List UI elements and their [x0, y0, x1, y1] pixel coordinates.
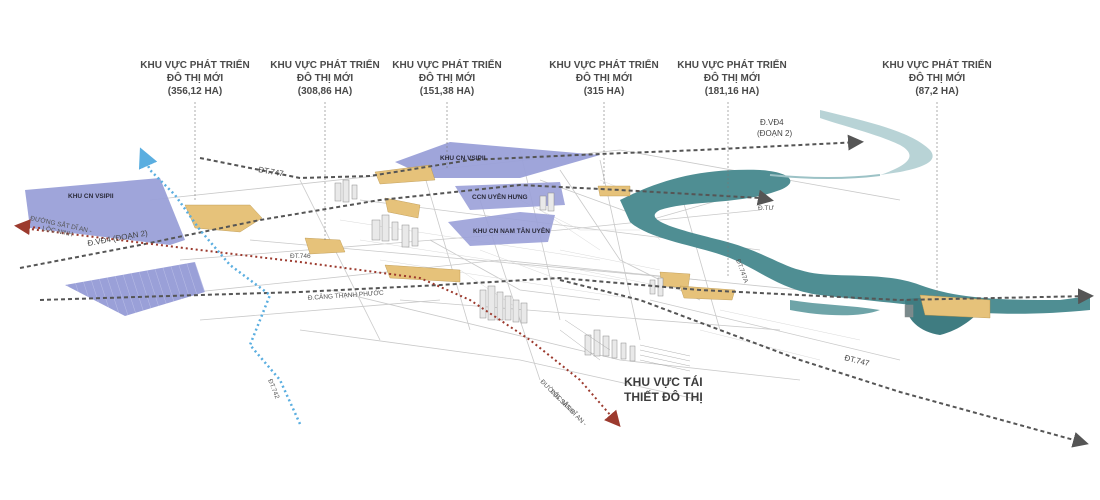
label-cang-thanh-phuoc: Đ.CẢNG THẠNH PHƯỚC	[308, 288, 385, 302]
label-vsip-west: KHU CN VSIPII	[68, 193, 114, 200]
zone-label-5: KHU VỰC PHÁT TRIỂN ĐÔ THỊ MỚI (181,16 HA…	[677, 58, 786, 97]
dev-zone-5	[384, 264, 461, 283]
label-dt-small2: Đ.TƯ	[758, 205, 774, 212]
road-dvd4-west	[19, 183, 774, 269]
river	[620, 110, 1090, 335]
road-dt742	[138, 147, 302, 425]
label-dt-small: ĐT.746	[290, 253, 311, 260]
zone-2-subtitle: ĐÔ THỊ MỚI	[297, 71, 354, 84]
zone-3-area: (151,38 HA)	[420, 86, 474, 97]
label-dvd4-east-1: Đ.VĐ4	[760, 118, 784, 127]
zone-4-subtitle: ĐÔ THỊ MỚI	[576, 71, 633, 84]
road-dt747-east	[559, 279, 1089, 448]
zone-6-area: (87,2 HA)	[915, 86, 958, 97]
dev-zone-2	[304, 237, 346, 255]
zone-4-title: KHU VỰC PHÁT TRIỂN	[549, 58, 658, 71]
zone-2-area: (308,86 HA)	[298, 86, 352, 97]
zone-5-area: (181,16 HA)	[705, 86, 759, 97]
industrial-park-vsip-north	[395, 142, 600, 178]
dev-zone-6	[659, 271, 691, 289]
label-urban-renewal-1: KHU VỰC TÁI	[624, 374, 703, 389]
zone-1-area: (356,12 HA)	[168, 86, 222, 97]
zone-4-area: (315 HA)	[584, 86, 625, 97]
development-zones	[184, 164, 991, 319]
zone-5-title: KHU VỰC PHÁT TRIỂN	[677, 58, 786, 71]
zone-2-title: KHU VỰC PHÁT TRIỂN	[270, 58, 379, 71]
label-dt747-top: ĐT.747	[258, 165, 285, 178]
zone-1-subtitle: ĐÔ THỊ MỚI	[167, 71, 224, 84]
dev-zone-1	[184, 204, 263, 233]
zone-1-title: KHU VỰC PHÁT TRIỂN	[140, 58, 249, 71]
label-dvd4-east-2: (ĐOẠN 2)	[757, 129, 792, 138]
industrial-park-nam-tan-uyen	[448, 212, 555, 246]
label-urban-renewal-2: THIẾT ĐÔ THỊ	[624, 389, 703, 404]
road-cang-thanh-phuoc	[39, 276, 1094, 305]
zone-label-6: KHU VỰC PHÁT TRIỂN ĐÔ THỊ MỚI (87,2 HA)	[882, 58, 991, 97]
zone-label-2: KHU VỰC PHÁT TRIỂN ĐÔ THỊ MỚI (308,86 HA…	[270, 58, 379, 97]
dev-zone-4	[597, 185, 631, 197]
railway	[14, 219, 621, 428]
planned-roads	[19, 134, 1094, 448]
label-vsip-north: KHU CN VSIPII	[440, 155, 486, 162]
label-uyen-hung: CCN UYÊN HƯNG	[472, 192, 528, 201]
label-nam-tan-uyen: KHU CN NAM TÂN UYÊN	[473, 226, 550, 235]
zone-3-subtitle: ĐÔ THỊ MỚI	[419, 71, 476, 84]
dev-zone-3b	[384, 197, 421, 219]
zone-5-subtitle: ĐÔ THỊ MỚI	[704, 71, 761, 84]
leader-lines	[194, 102, 938, 296]
industrial-park-vsip-west	[25, 178, 185, 245]
zone-6-title: KHU VỰC PHÁT TRIỂN	[882, 58, 991, 71]
zone-label-4: KHU VỰC PHÁT TRIỂN ĐÔ THỊ MỚI (315 HA)	[549, 58, 658, 97]
building-masses	[334, 179, 914, 362]
dev-zone-3	[374, 164, 436, 185]
industrial-parks	[25, 142, 600, 316]
industrial-park-vsip-west-strips	[65, 262, 205, 316]
zone-label-1: KHU VỰC PHÁT TRIỂN ĐÔ THỊ MỚI (356,12 HA…	[140, 58, 249, 97]
zone-label-3: KHU VỰC PHÁT TRIỂN ĐÔ THỊ MỚI (151,38 HA…	[392, 58, 501, 97]
label-railway-south-2: LỘC NINH	[549, 387, 578, 416]
zone-3-title: KHU VỰC PHÁT TRIỂN	[392, 58, 501, 71]
urban-renewal-blocks	[559, 319, 691, 372]
label-dt747-east: ĐT.747	[844, 353, 871, 368]
road-dt747-top	[199, 134, 864, 180]
label-dt742: ĐT.742	[266, 378, 280, 400]
dev-zone-7	[679, 285, 736, 301]
railway-line	[21, 227, 621, 428]
zone-6-subtitle: ĐÔ THỊ MỚI	[909, 71, 966, 84]
